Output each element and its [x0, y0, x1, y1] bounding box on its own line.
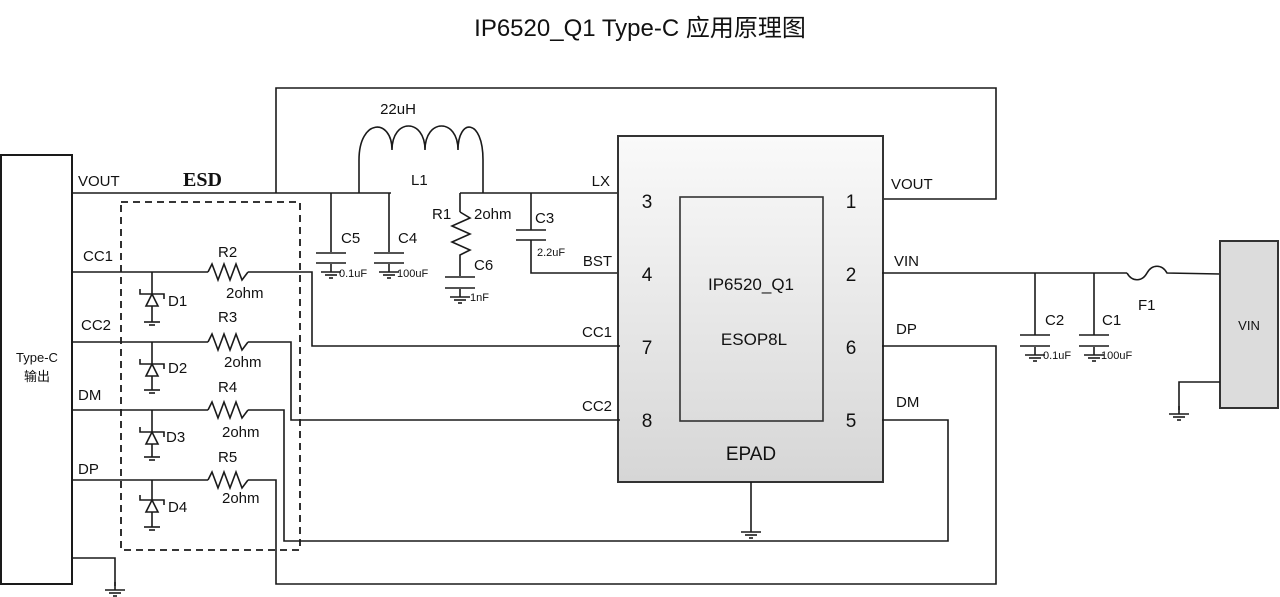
pin-name-bst: BST	[583, 253, 612, 270]
inductor-l1	[358, 125, 484, 193]
c2-value: 0.1uF	[1043, 350, 1071, 362]
esd-boundary	[120, 201, 301, 551]
diode-d4	[139, 480, 165, 531]
pin-name-vin: VIN	[894, 253, 919, 270]
pin-num-1: 1	[846, 192, 857, 213]
resistor-r5	[207, 469, 249, 491]
c4-value: 100uF	[397, 268, 428, 280]
diode-d3	[139, 410, 165, 461]
r2-value: 2ohm	[226, 285, 264, 302]
wire-vout-top-loop	[275, 87, 997, 200]
pin-label-cc1: CC1	[83, 248, 113, 265]
connector-label-1: Type-C	[16, 350, 58, 365]
r1-value: 2ohm	[474, 206, 512, 223]
pin-name-cc1: CC1	[582, 324, 612, 341]
resistor-r2	[207, 261, 249, 283]
resistor-r3	[207, 331, 249, 353]
r5-value: 2ohm	[222, 490, 260, 507]
inductor-value: 22uH	[380, 101, 416, 118]
vin-source-block	[1219, 240, 1279, 409]
ic-name: IP6520_Q1	[708, 275, 794, 294]
vin-block-label: VIN	[1238, 318, 1260, 333]
pin-num-5: 5	[846, 411, 857, 432]
r2-ref: R2	[218, 244, 237, 261]
esd-label: ESD	[183, 169, 222, 191]
diode-d2	[139, 342, 165, 394]
r3-ref: R3	[218, 309, 237, 326]
ic-package: ESOP8L	[721, 330, 787, 349]
c1-value: 100uF	[1101, 350, 1132, 362]
c5-ref: C5	[341, 230, 360, 247]
r1-ref: R1	[432, 206, 451, 223]
pin-num-8: 8	[642, 411, 653, 432]
pin-name-dp: DP	[896, 321, 917, 338]
c6-value: 1nF	[470, 292, 489, 304]
ic-die	[679, 196, 824, 422]
resistor-r1	[450, 211, 472, 276]
pin-label-dm: DM	[78, 387, 101, 404]
pin-label-dp: DP	[78, 461, 99, 478]
fuse-ref: F1	[1138, 297, 1156, 314]
pin-name-vout: VOUT	[891, 176, 933, 193]
c4-ref: C4	[398, 230, 417, 247]
diode-d1	[139, 272, 165, 326]
connector-label-2: 输出	[24, 369, 50, 384]
resistor-r4	[207, 399, 249, 421]
diagram-title: IP6520_Q1 Type-C 应用原理图	[474, 15, 806, 42]
d4-label: D4	[168, 499, 187, 516]
c3-ref: C3	[535, 210, 554, 227]
r4-ref: R4	[218, 379, 237, 396]
pin-num-2: 2	[846, 265, 857, 286]
ic-epad: EPAD	[726, 444, 776, 465]
r4-value: 2ohm	[222, 424, 260, 441]
pin-name-lx: LX	[592, 173, 610, 190]
pin-name-cc2: CC2	[582, 398, 612, 415]
typec-connector	[0, 154, 73, 585]
pin-label-vout: VOUT	[78, 173, 120, 190]
inductor-ref: L1	[411, 172, 428, 189]
pin-num-6: 6	[846, 338, 857, 359]
c5-value: 0.1uF	[339, 268, 367, 280]
d2-label: D2	[168, 360, 187, 377]
c1-ref: C1	[1102, 312, 1121, 329]
r5-ref: R5	[218, 449, 237, 466]
pin-label-cc2: CC2	[81, 317, 111, 334]
ic-body	[617, 135, 884, 483]
c3-value: 2.2uF	[537, 247, 565, 259]
pin-name-dm: DM	[896, 394, 919, 411]
c2-ref: C2	[1045, 312, 1064, 329]
r3-value: 2ohm	[224, 354, 262, 371]
pin-num-4: 4	[642, 265, 653, 286]
pin-num-3: 3	[642, 192, 653, 213]
c6-ref: C6	[474, 257, 493, 274]
d1-label: D1	[168, 293, 187, 310]
pin-num-7: 7	[642, 338, 653, 359]
fuse-f1	[1126, 265, 1221, 281]
d3-label: D3	[166, 429, 185, 446]
